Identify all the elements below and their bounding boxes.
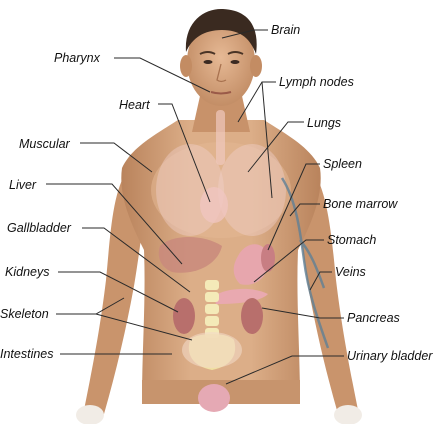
left-kidney [173, 298, 195, 334]
label-kidneys: Kidneys [5, 265, 49, 279]
label-heart: Heart [119, 98, 150, 112]
label-brain: Brain [271, 23, 300, 37]
label-lymph-nodes: Lymph nodes [279, 75, 354, 89]
label-skeleton: Skeleton [0, 307, 49, 321]
label-spleen: Spleen [323, 157, 362, 171]
spleen [261, 244, 275, 272]
label-bone-marrow: Bone marrow [323, 197, 398, 211]
right-kidney [241, 298, 263, 334]
label-intestines: Intestines [0, 347, 54, 361]
label-lungs: Lungs [307, 116, 341, 130]
heart [200, 187, 228, 223]
label-veins: Veins [335, 265, 366, 279]
label-stomach: Stomach [327, 233, 376, 247]
intestines [182, 332, 242, 368]
label-muscular: Muscular [19, 137, 71, 151]
label-liver: Liver [9, 178, 37, 192]
spine [205, 280, 219, 338]
label-gallbladder: Gallbladder [7, 221, 72, 235]
left-eye [204, 60, 213, 64]
left-ear [180, 55, 192, 77]
trachea [216, 110, 225, 165]
right-eye [231, 60, 240, 64]
label-pancreas: Pancreas [347, 311, 400, 325]
label-urinary-bladder: Urinary bladder [347, 349, 433, 363]
right-ear [250, 55, 262, 77]
right-lung [218, 144, 286, 236]
label-pharynx: Pharynx [54, 51, 101, 65]
urinary-bladder [198, 384, 230, 412]
